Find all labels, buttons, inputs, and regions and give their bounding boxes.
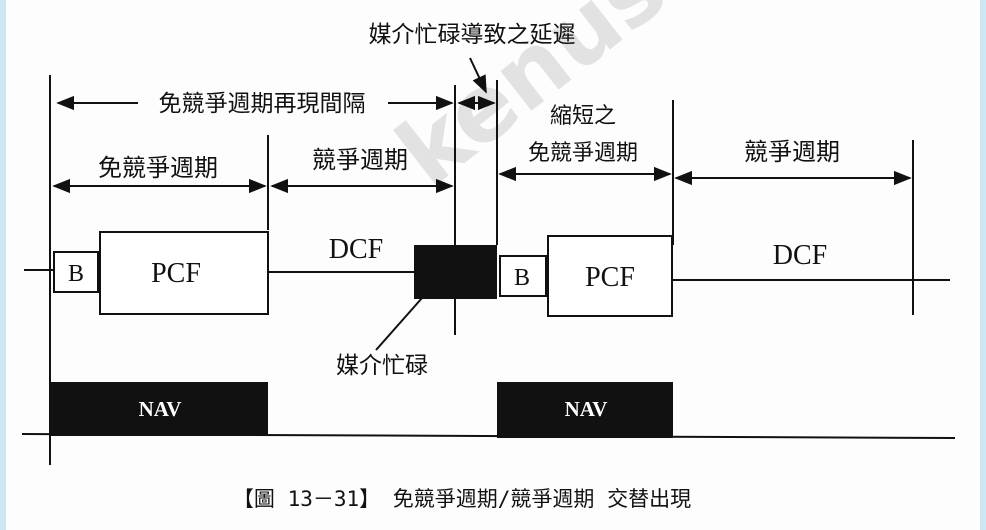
pcf-label-2: PCF <box>585 262 635 293</box>
media-busy-block <box>414 245 497 299</box>
beacon-box-2 <box>499 255 547 297</box>
beacon-label-1: B <box>68 261 84 287</box>
cp-1-label: 競爭週期 <box>312 146 408 174</box>
media-busy-label: 媒介忙碌 <box>336 353 428 379</box>
figure-caption: 【圖 13－31】 免競爭週期/競爭週期 交替出現 <box>233 487 691 511</box>
dcf-label-2: DCF <box>773 240 827 271</box>
nav-label-2: NAV <box>565 397 608 421</box>
arrow-delay-pointer <box>469 57 487 94</box>
shortened-label: 縮短之 <box>550 104 616 129</box>
right-edge-accent <box>980 0 986 530</box>
nav-block-1 <box>50 382 268 436</box>
beacon-label-2: B <box>514 265 530 291</box>
media-busy-delay-label: 媒介忙碌導致之延遲 <box>369 22 576 48</box>
cfp-repetition-interval-label: 免競爭週期再現間隔 <box>159 91 366 117</box>
beacon-box-1 <box>53 251 99 293</box>
left-edge-accent <box>0 0 6 530</box>
nav-label-1: NAV <box>139 397 182 421</box>
pcf-label-1: PCF <box>151 258 201 289</box>
cp-2-label: 競爭週期 <box>744 138 840 166</box>
pcf-box-2 <box>547 235 673 317</box>
nav-block-2 <box>497 382 673 438</box>
cfp-1-label: 免競爭週期 <box>98 154 218 182</box>
media-busy-pointer <box>375 297 423 351</box>
short-cfp-label: 免競爭週期 <box>528 141 638 166</box>
pcf-box-1 <box>99 231 269 315</box>
dcf-label-1: DCF <box>329 234 383 265</box>
